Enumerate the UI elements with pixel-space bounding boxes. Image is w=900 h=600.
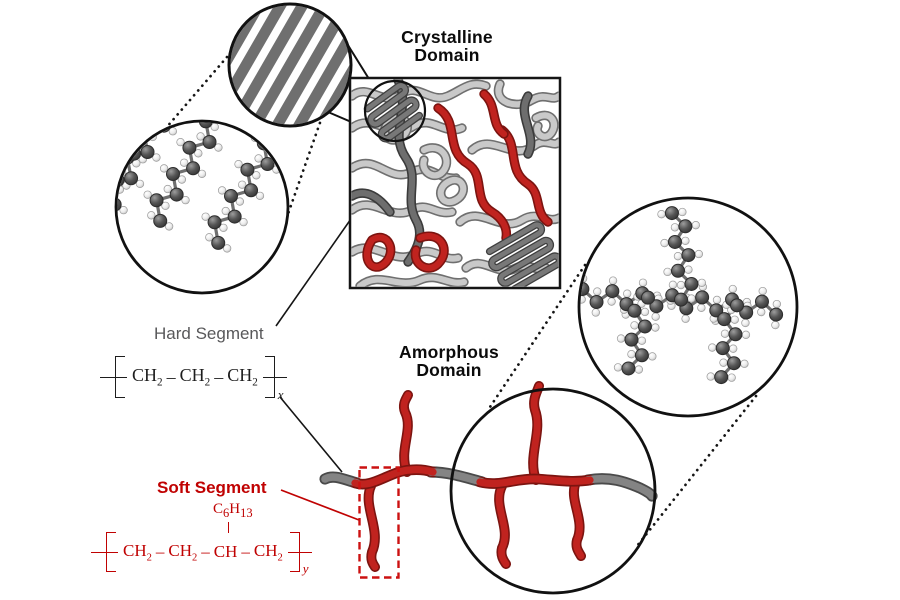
- dotted-connector-line: [486, 263, 587, 412]
- amorphous-chain-zoom-circle: [449, 387, 657, 595]
- dotted-connector-lines: [164, 55, 758, 548]
- soft-segment-label: Soft Segment: [157, 478, 267, 497]
- soft-segment-pointer-line: [280, 489, 360, 521]
- dotted-connector-line: [164, 55, 229, 130]
- formula-bond: –: [214, 366, 224, 387]
- hard-segment-pointer-line-to-box: [275, 205, 361, 327]
- formula-bond: –: [155, 542, 165, 561]
- soft-segment-highlight-box: [358, 466, 400, 579]
- soft-segment-formula: CH2 – CH2 – CH – CH2 y: [90, 532, 312, 576]
- lamellae-stripes-zoom-circle: [227, 2, 353, 128]
- formula-bond: –: [241, 542, 250, 561]
- soft-branches: [365, 382, 585, 571]
- repeat-subscript: y: [302, 561, 309, 576]
- lamella-highlight-circle: [363, 79, 427, 143]
- hard-segment-formula: CH2 – CH2 – CH2 x: [99, 356, 287, 402]
- amorphous-domain-line1: Amorphous: [399, 342, 499, 362]
- formula-bond: –: [166, 366, 176, 387]
- crystalline-domain-line2: Domain: [414, 45, 480, 66]
- repeat-subscript: x: [277, 387, 284, 402]
- lamellae-stripes: [230, 5, 350, 125]
- hard-segment-label: Hard Segment: [154, 324, 264, 343]
- formula-unit: CH2: [168, 540, 198, 564]
- crystalline-domain-line1: Crystalline: [401, 27, 493, 47]
- soft-branch-group-label: C6H13: [213, 501, 253, 520]
- polymer-bracket-left: [91, 532, 118, 572]
- formula-unit: CH2: [123, 540, 152, 564]
- hard-segment-molecular-zoom-circle: [114, 119, 290, 295]
- polymer-matrix-box: [348, 76, 562, 290]
- polymer-bracket-right: [287, 532, 312, 572]
- polymer-bond-line: [91, 552, 118, 553]
- formula-unit: CH2: [179, 365, 211, 389]
- polymer-bond-line: [262, 377, 287, 378]
- polymer-chain-illustration: [319, 381, 658, 572]
- lamella-folded-chain: [485, 221, 559, 287]
- soft-segment-molecular-zoom-circle: [577, 196, 799, 418]
- amorphous-domain-label: Amorphous Domain: [369, 343, 529, 380]
- polymer-bracket-right: [262, 356, 287, 398]
- formula-unit: CH2: [132, 365, 163, 389]
- polymer-bond-line: [100, 377, 127, 378]
- branch-bond-line: [228, 522, 229, 533]
- lamella-folded-chain: [363, 81, 424, 143]
- dotted-connector-line: [635, 394, 758, 548]
- amorphous-domain-line2: Domain: [416, 360, 482, 381]
- formula-bond: –: [201, 542, 210, 561]
- backbone: [321, 466, 656, 500]
- formula-unit: CH2: [227, 365, 258, 389]
- branched-molecule: [580, 206, 784, 385]
- hard-segment-pointer-line-to-chain: [279, 396, 343, 473]
- polymer-bracket-left: [100, 356, 127, 398]
- formula-unit: CH: [213, 542, 238, 561]
- dotted-connector-line: [286, 115, 324, 216]
- polymer-bond-line: [287, 552, 312, 553]
- crystalline-domain-label: Crystalline Domain: [367, 28, 527, 65]
- formula-unit: CH2: [253, 540, 283, 564]
